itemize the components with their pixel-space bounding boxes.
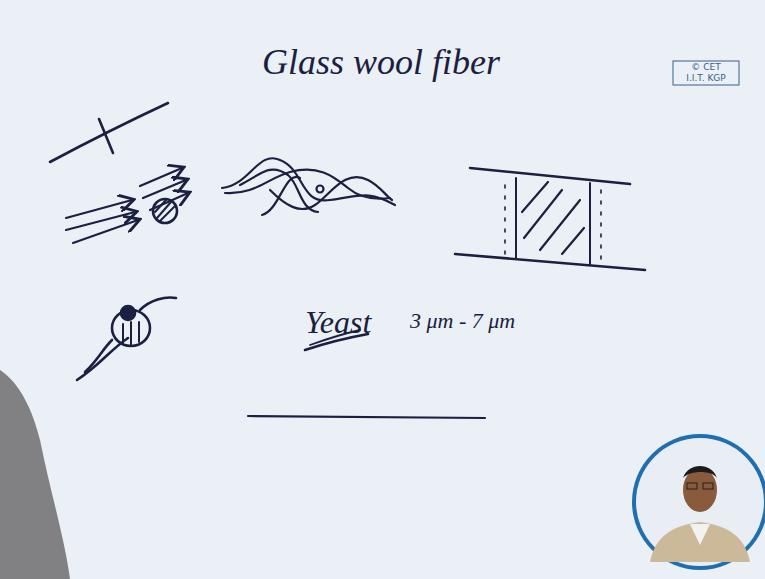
hand-shadow [0, 370, 70, 579]
stalk [85, 340, 112, 372]
stalk [140, 298, 176, 311]
size-range: 3 μm - 7 μm [410, 310, 515, 332]
organism-label: Yeast [305, 306, 371, 338]
filter-hatch [522, 182, 584, 254]
filter-boundary [589, 183, 591, 265]
presenter-inset [632, 434, 765, 570]
watermark: © CET [673, 63, 739, 72]
channel-wall [455, 254, 645, 270]
incoming-arrows [66, 200, 138, 243]
baseline [248, 416, 485, 418]
filter-boundary [515, 178, 517, 258]
watermark: I.I.T. KGP [673, 74, 739, 83]
fiber-line [50, 103, 168, 162]
title: Glass wool fiber [262, 44, 500, 80]
filter-dotted [600, 190, 602, 262]
watermark-box [673, 61, 739, 85]
cell-hatch [123, 322, 139, 346]
cell-nucleus [121, 306, 135, 320]
filter-dotted [504, 185, 506, 255]
outgoing-arrows [140, 168, 188, 210]
channel-wall [470, 168, 630, 184]
fiber-tick [99, 119, 113, 153]
wave-curves [222, 158, 395, 215]
